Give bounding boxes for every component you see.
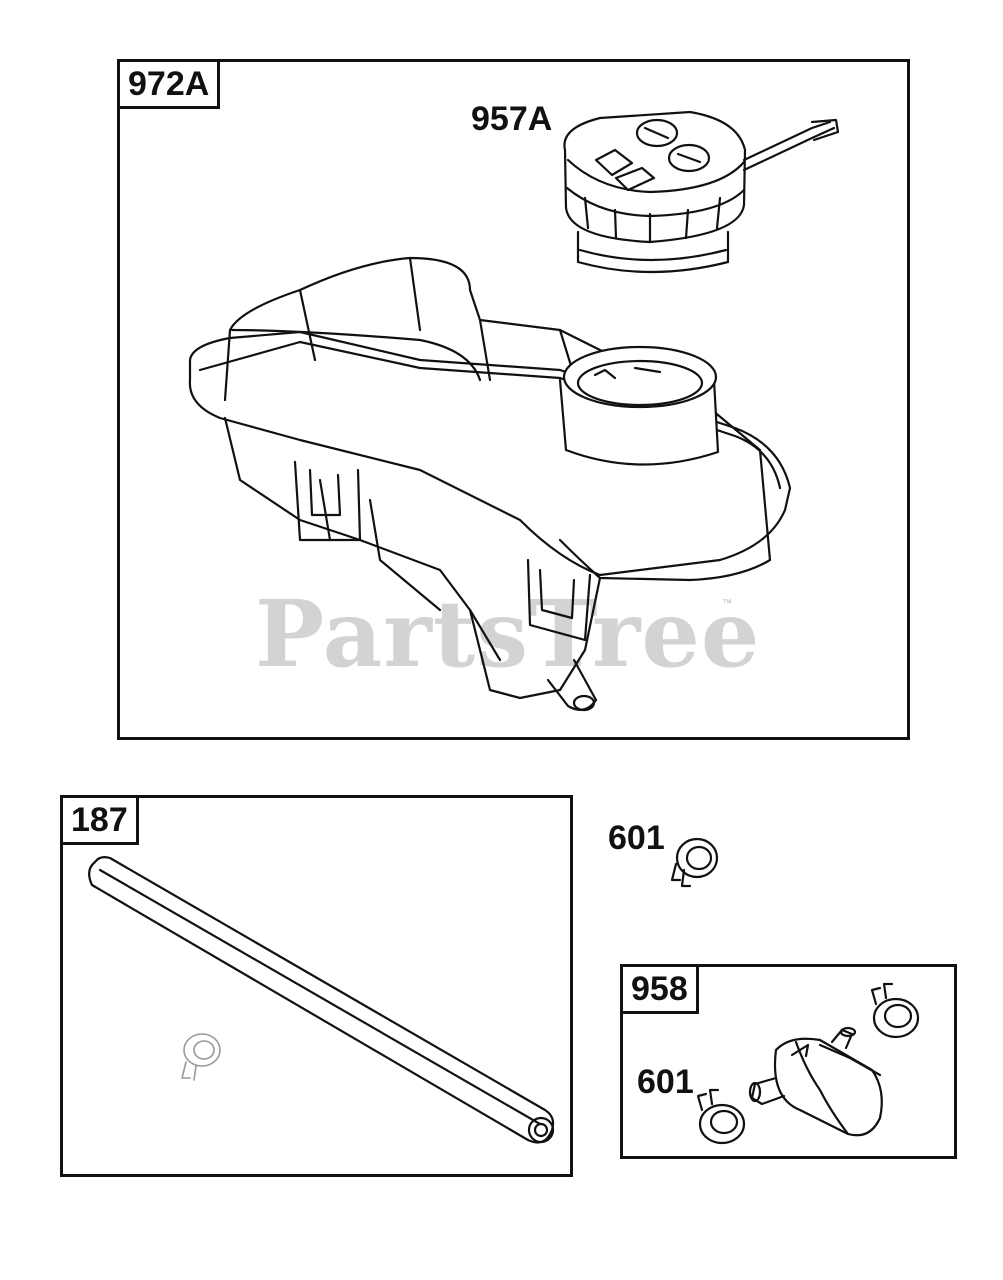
fuel-hose-drawing xyxy=(88,856,555,1144)
fuel-valve-drawing xyxy=(696,982,920,1145)
fuel-cap-drawing xyxy=(563,110,840,274)
part-number-tag-958: 958 xyxy=(623,967,699,1014)
callout-clamp-601: 601 xyxy=(608,819,665,857)
callout-clamp-601-valve: 601 xyxy=(637,1063,694,1101)
ghost-clamp-drawing xyxy=(181,1033,221,1081)
part-number-tag-187: 187 xyxy=(63,798,139,845)
fuel-tank-drawing xyxy=(188,256,792,712)
watermark: PartsTree xyxy=(255,580,761,688)
callout-fuel-cap: 957A xyxy=(471,100,553,138)
watermark-trademark: ™ xyxy=(722,598,732,609)
part-number-tag-972A: 972A xyxy=(120,62,221,109)
clamp-single-drawing xyxy=(670,837,719,888)
